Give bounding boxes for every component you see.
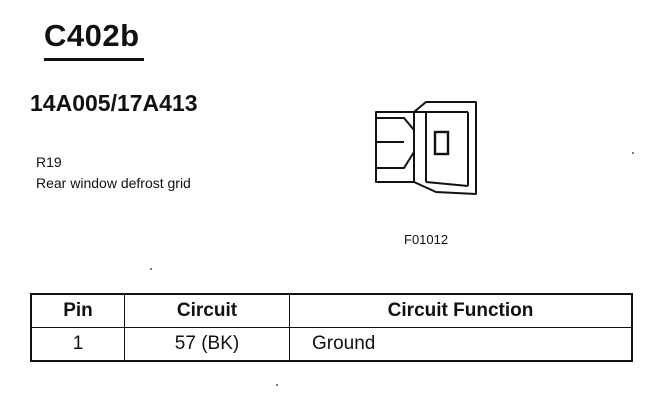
figure-code: F01012 [404,232,449,247]
connector-title: C402b [44,18,140,53]
connector-housing-outline [375,101,477,195]
table-header-row: Pin Circuit Circuit Function [30,293,633,328]
part-number: 14A005/17A413 [30,90,198,116]
cell-pin: 1 [30,327,125,362]
scan-speck [276,384,278,386]
connector-cavity-frame [414,111,427,182]
component-description: Rear window defrost grid [36,175,191,191]
pin-table: Pin Circuit Circuit Function 1 57 (BK) G… [30,293,633,362]
scan-speck [150,268,152,270]
pin-terminal-1 [433,130,450,156]
header-circuit-function: Circuit Function [289,293,633,328]
table-row: 1 57 (BK) Ground [30,327,633,362]
component-reference: R19 [36,154,62,170]
scan-speck [632,152,634,154]
cell-circuit-function: Ground [289,327,633,362]
title-underline [44,58,144,61]
header-pin: Pin [30,293,125,328]
connector-face-diagram [375,101,477,195]
header-circuit: Circuit [124,293,290,328]
cell-circuit: 57 (BK) [124,327,290,362]
